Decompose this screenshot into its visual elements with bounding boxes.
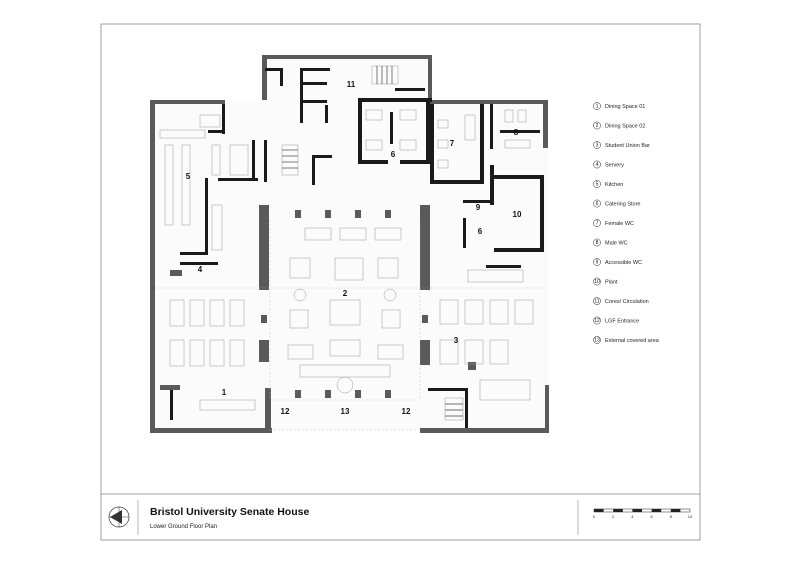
dining-furniture (169, 227, 534, 411)
legend-item: 5 Kitchen (593, 180, 623, 188)
legend: 1 Dining Space 01 2 Dining Space 02 3 Student… (593, 102, 660, 344)
legend-label: Dining Space 01 (605, 104, 645, 110)
zone-boundaries (155, 220, 545, 431)
legend-label: Servery (605, 163, 624, 169)
legend-number-circle (593, 199, 601, 208)
room-label-10: 10 (513, 210, 522, 219)
floor-plan: 1 2 3 4 5 6 6 7 8 9 10 11 12 13 12 (150, 55, 549, 433)
scale-tick-8: 8 (670, 514, 673, 519)
room-label-11: 11 (347, 80, 356, 89)
legend-number-circle (593, 258, 601, 266)
legend-number: 1 (596, 104, 599, 110)
legend-number: 5 (596, 182, 599, 188)
legend-item: 1 Dining Space 01 (593, 102, 645, 110)
legend-item: 7 Female WC (593, 219, 634, 227)
room-label-8: 8 (514, 128, 519, 137)
drawing-title: Bristol University Senate House (150, 506, 309, 518)
legend-number: 4 (596, 162, 599, 168)
legend-item: 13 External covered area (593, 336, 660, 344)
legend-number: 13 (594, 338, 600, 344)
legend-number-circle (593, 219, 601, 227)
room-label-2: 2 (343, 289, 348, 298)
legend-number-circle (593, 316, 601, 325)
legend-number-circle (593, 121, 601, 130)
legend-number-circle (593, 180, 601, 188)
legend-item: 12 LGF Entrance (593, 316, 639, 325)
room-labels: 1 2 3 4 5 6 6 7 8 9 10 11 12 13 12 (186, 80, 522, 416)
sheet-border (100, 23, 701, 541)
legend-label: Cores/ Circulation (605, 299, 649, 305)
legend-label: External covered area (605, 338, 660, 344)
legend-label: Female WC (605, 221, 634, 227)
legend-item: 6 Catering Store (593, 199, 640, 208)
legend-label: LGF Entrance (605, 319, 639, 325)
room-label-1: 1 (222, 388, 227, 397)
legend-number-circle (593, 277, 601, 286)
legend-number: 11 (594, 299, 599, 305)
north-arrow-icon (108, 506, 130, 528)
legend-item: 8 Male WC (593, 238, 628, 247)
legend-label: Student Union Bar (605, 143, 650, 149)
room-label-5: 5 (186, 172, 191, 181)
legend-number: 2 (596, 123, 599, 129)
legend-label: Male WC (605, 241, 628, 247)
legend-number-circle (593, 336, 601, 344)
scale-tick-4: 4 (631, 514, 634, 519)
title-block: Bristol University Senate House Lower Gr… (108, 500, 693, 535)
kitchen-counters (159, 114, 249, 251)
scale-tick-6: 6 (650, 514, 653, 519)
legend-number-circle (593, 297, 601, 305)
legend-number: 12 (594, 318, 600, 324)
legend-label: Plant (605, 280, 618, 286)
scale-tick-10: 10 (688, 514, 693, 519)
legend-number: 7 (596, 221, 599, 227)
legend-number: 6 (596, 201, 599, 207)
structural-columns (170, 205, 476, 398)
scale-bar: 0 2 4 6 8 10 (577, 500, 693, 535)
room-label-6b: 6 (478, 227, 483, 236)
legend-label: Catering Store (605, 202, 640, 208)
legend-number: 9 (596, 260, 599, 266)
legend-label: Kitchen (605, 182, 623, 188)
room-label-7: 7 (450, 139, 455, 148)
legend-number: 10 (594, 279, 600, 285)
room-label-13: 13 (341, 407, 350, 416)
legend-number: 3 (596, 143, 599, 149)
room-label-9: 9 (476, 203, 481, 212)
wc-fixtures (365, 109, 531, 169)
external-walls (150, 55, 549, 433)
legend-number-circle (593, 160, 601, 169)
legend-item: 11 Cores/ Circulation (593, 297, 649, 305)
legend-number: 8 (596, 240, 599, 246)
legend-item: 3 Student Union Bar (593, 141, 650, 149)
legend-number-circle (593, 238, 601, 247)
room-label-12a: 12 (281, 407, 290, 416)
internal-walls (170, 68, 544, 428)
drawing-subtitle: Lower Ground Floor Plan (150, 524, 217, 530)
room-label-12b: 12 (402, 407, 411, 416)
legend-item: 9 Accessible WC (593, 258, 642, 266)
stairs (281, 65, 464, 421)
room-label-6a: 6 (391, 150, 396, 159)
legend-item: 4 Servery (593, 160, 624, 169)
legend-label: Dining Space 02 (605, 124, 645, 130)
scale-tick-0: 0 (593, 514, 596, 519)
room-label-3: 3 (454, 336, 459, 345)
legend-number-circle (593, 141, 601, 149)
legend-item: 10 Plant (593, 277, 618, 286)
scale-tick-2: 2 (612, 514, 615, 519)
room-label-4: 4 (198, 265, 203, 274)
legend-item: 2 Dining Space 02 (593, 121, 645, 130)
legend-number-circle (593, 102, 601, 110)
legend-label: Accessible WC (605, 260, 642, 266)
